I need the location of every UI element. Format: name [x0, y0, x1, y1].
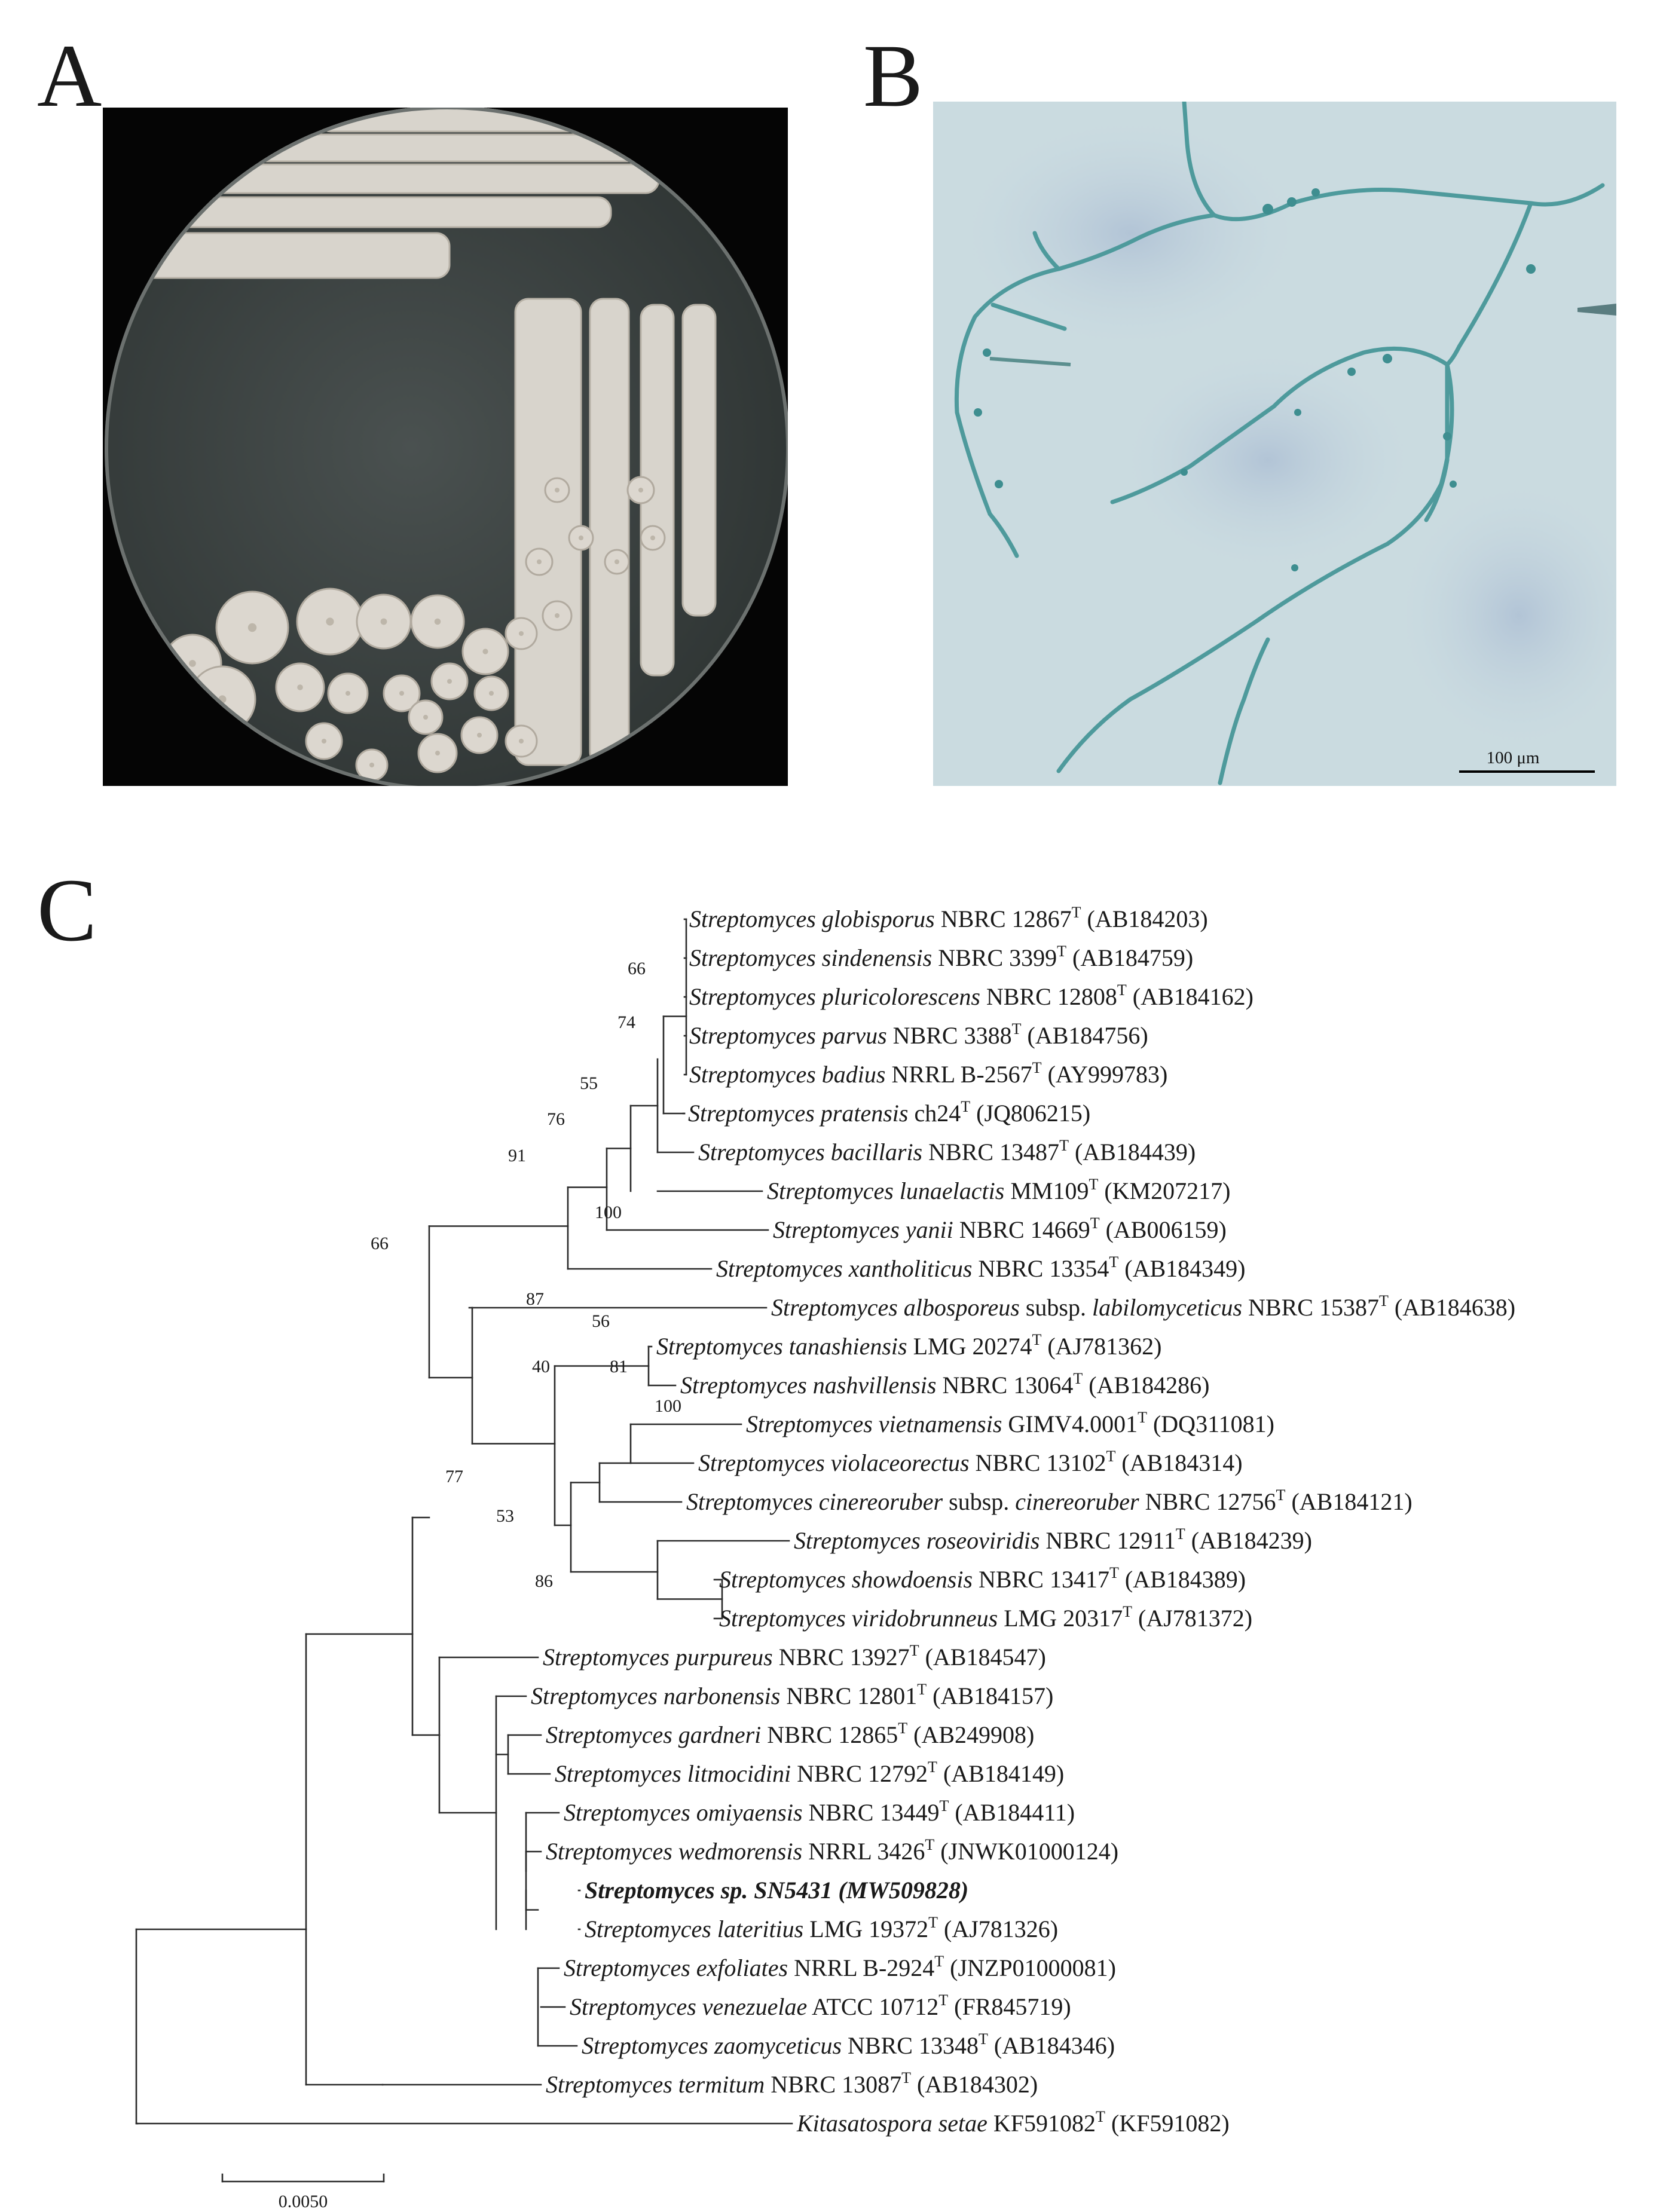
colony-center-3 [434, 618, 441, 625]
colony-center-19 [519, 739, 524, 744]
taxon-label: Streptomyces lateritius LMG 19372T (AJ78… [585, 1914, 1058, 1942]
tree-scale-bar: 0.0050 [221, 2173, 385, 2211]
colony-center-8 [346, 691, 350, 696]
colony-center-21 [650, 536, 655, 540]
phylogenetic-tree: Streptomyces globisporus NBRC 12867T (AB… [135, 904, 1515, 2211]
streak-8 [681, 304, 717, 617]
bootstrap-value: 81 [610, 1357, 628, 1376]
taxon-label: Kitasatospora setae KF591082T (KF591082) [796, 2108, 1230, 2137]
bootstrap-value: 55 [580, 1073, 598, 1093]
colony-center-15 [555, 613, 560, 618]
colony-center-2 [380, 618, 387, 625]
taxon-label: Streptomyces globisporus NBRC 12867T (AB… [689, 904, 1208, 932]
panel-label-b: B [863, 26, 924, 126]
tree-scale-bar-label: 0.0050 [279, 2192, 328, 2211]
colony-center-17 [579, 536, 583, 540]
colony-center-23 [555, 488, 560, 492]
taxon-label: Streptomyces sindenensis NBRC 3399T (AB1… [689, 943, 1193, 971]
bootstrap-value: 77 [445, 1467, 463, 1486]
colony-center-4 [482, 648, 488, 654]
colony-center-1 [326, 617, 334, 626]
bootstrap-value: 91 [508, 1146, 526, 1165]
panel-label-a: A [37, 26, 102, 126]
colony-center-22 [638, 488, 643, 492]
colony-center-18 [435, 751, 440, 755]
colony-center-0 [247, 623, 257, 632]
bootstrap-value: 100 [595, 1203, 622, 1222]
hyphae-micrograph: 100 μm [933, 102, 1616, 786]
bootstrap-value: 86 [535, 1571, 553, 1591]
taxon-label: Streptomyces violaceorectus NBRC 13102T … [698, 1448, 1243, 1476]
streak-2 [185, 163, 660, 194]
taxon-label: Streptomyces nashvillensis NBRC 13064T (… [680, 1370, 1209, 1399]
colony-center-16 [537, 559, 542, 564]
colony-center-13 [477, 733, 482, 738]
colony-center-26 [369, 763, 374, 767]
taxon-label: Streptomyces viridobrunneus LMG 20317T (… [719, 1603, 1252, 1632]
taxon-labels: Streptomyces globisporus NBRC 12867T (AB… [531, 904, 1515, 2137]
colony-streaks [137, 108, 788, 766]
bootstrap-value: 40 [532, 1357, 550, 1376]
taxon-label: Streptomyces sp. SN5431 (MW509828) [585, 1877, 968, 1904]
taxon-label: Streptomyces venezuelae ATCC 10712T (FR8… [570, 1991, 1071, 2020]
taxon-label: Streptomyces cinereoruber subsp. cinereo… [686, 1486, 1413, 1515]
colony-center-25 [322, 739, 326, 744]
bootstrap-value: 74 [617, 1012, 635, 1032]
streak-4 [137, 232, 451, 279]
taxon-label: Streptomyces xantholiticus NBRC 13354T (… [716, 1253, 1245, 1282]
colony-center-14 [519, 631, 524, 636]
taxon-label: Streptomyces omiyaensis NBRC 13449T (AB1… [564, 1797, 1075, 1826]
taxon-label: Streptomyces tanashiensis LMG 20274T (AJ… [656, 1331, 1161, 1360]
taxon-label: Streptomyces gardneri NBRC 12865T (AB249… [546, 1720, 1034, 1748]
colony-center-7 [297, 684, 303, 690]
taxon-label: Streptomyces yanii NBRC 14669T (AB006159… [773, 1214, 1227, 1243]
taxon-label: Streptomyces termitum NBRC 13087T (AB184… [546, 2069, 1038, 2098]
tree-branches [135, 918, 793, 2125]
colony-center-9 [399, 691, 404, 696]
bootstrap-value: 66 [371, 1234, 389, 1253]
bootstrap-value: 56 [592, 1311, 610, 1331]
taxon-label: Streptomyces narbonensis NBRC 12801T (AB… [531, 1681, 1053, 1709]
bootstrap-value: 87 [526, 1289, 544, 1309]
colony-center-10 [447, 679, 452, 684]
taxon-label: Streptomyces bacillaris NBRC 13487T (AB1… [698, 1137, 1196, 1165]
taxon-label: Streptomyces parvus NBRC 3388T (AB184756… [689, 1020, 1148, 1049]
scale-bar-b-label: 100 μm [1487, 748, 1540, 767]
taxon-label: Streptomyces zaomyceticus NBRC 13348T (A… [582, 2030, 1115, 2059]
streak-6 [589, 298, 630, 766]
bootstrap-value: 66 [628, 959, 646, 978]
streak-3 [155, 196, 612, 228]
taxon-label: Streptomyces showdoensis NBRC 13417T (AB… [719, 1564, 1246, 1593]
bootstrap-value: 76 [547, 1109, 565, 1129]
bootstrap-values: 66 74 55 76 91 100 87 56 40 81 100 66 77 53 86 [371, 959, 681, 1591]
taxon-label: Streptomyces badius NRRL B-2567T (AY9997… [689, 1059, 1167, 1088]
taxon-label: Streptomyces wedmorensis NRRL 3426T (JNW… [546, 1836, 1118, 1865]
taxon-label: Streptomyces roseoviridis NBRC 12911T (A… [794, 1525, 1312, 1554]
panel-label-c: C [37, 861, 97, 960]
colony-center-20 [614, 559, 619, 564]
colony-center-11 [489, 691, 494, 696]
taxon-label: Streptomyces pratensis ch24T (JQ806215) [688, 1098, 1090, 1127]
bootstrap-value: 100 [655, 1396, 681, 1416]
taxon-label: Streptomyces lunaelactis MM109T (KM20721… [767, 1176, 1230, 1204]
bootstrap-value: 53 [496, 1506, 514, 1526]
culture-plate-photo [103, 108, 788, 786]
taxon-label: Streptomyces litmocidini NBRC 12792T (AB… [555, 1758, 1064, 1787]
taxon-label: Streptomyces pluricolorescens NBRC 12808… [689, 981, 1254, 1010]
taxon-label: Streptomyces purpureus NBRC 13927T (AB18… [543, 1642, 1046, 1671]
colony-center-12 [423, 715, 428, 720]
taxon-label: Streptomyces albosporeus subsp. labilomy… [771, 1292, 1515, 1321]
taxon-label: Streptomyces vietnamensis GIMV4.0001T (D… [746, 1409, 1274, 1437]
colony-center-5 [189, 660, 196, 667]
taxon-label: Streptomyces exfoliates NRRL B-2924T (JN… [564, 1953, 1116, 1981]
